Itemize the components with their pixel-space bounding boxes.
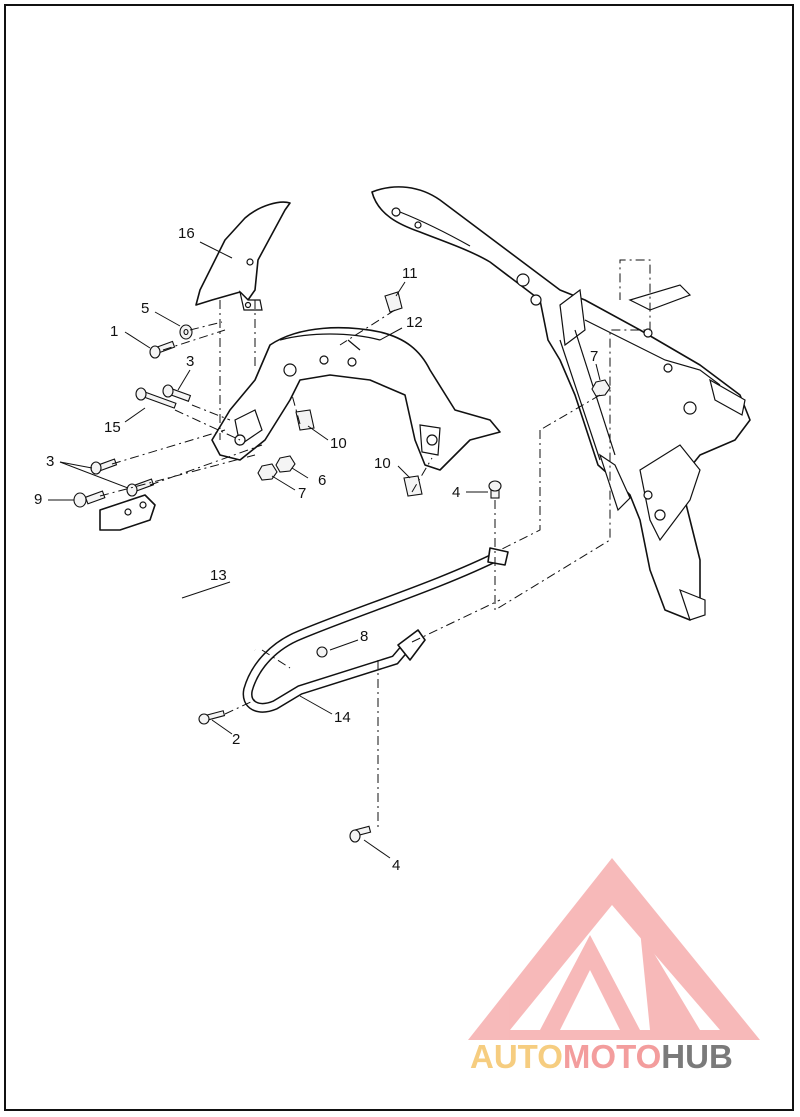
watermark-auto: AUTO [470,1038,563,1075]
part-3-bolt-upper [162,384,192,402]
callout-4-upper: 4 [452,484,460,501]
leader-lines [48,241,601,859]
callout-10-upper: 10 [330,435,347,452]
callout-3-upper: 3 [186,353,194,370]
callout-4-lower: 4 [392,857,400,874]
part-14-rail [242,547,509,713]
part-9-flange-bolt [73,490,106,508]
watermark-text: AUTOMOTOHUB [470,1038,733,1075]
part-15-long-bolt [135,387,177,409]
part-6-nut [275,455,296,473]
part-10-clip-nut-lower [403,475,423,497]
part-13-tube-rail [75,494,257,653]
callout-15: 15 [104,419,121,436]
callout-16: 16 [178,225,195,242]
part-2-screw [198,710,226,725]
callout-12: 12 [406,314,423,331]
part-8-plug [316,646,328,658]
callout-2: 2 [232,731,240,748]
callout-3-lower: 3 [46,453,54,470]
diagram-frame [4,4,794,1111]
callout-13: 13 [210,567,227,584]
part-11-clip-nut [384,291,403,313]
part-3-bolt-lower-b [126,478,155,497]
callout-10-lower: 10 [374,455,391,472]
part-4-screw-upper [488,480,502,499]
part-16-cover [195,201,291,311]
part-3-bolt-lower-a [90,458,118,475]
part-1-screw [149,340,176,359]
part-7-nut-right [591,379,611,397]
watermark-hub: HUB [661,1038,733,1075]
motorcycle-frame [371,186,751,621]
callout-9: 9 [34,491,42,508]
automotohub-logo [468,858,760,1040]
callout-5: 5 [141,300,149,317]
callout-7-right: 7 [590,348,598,365]
part-10-clip-nut-upper [295,409,315,431]
callout-11: 11 [402,265,418,282]
callout-1: 1 [110,323,118,340]
callout-6: 6 [318,472,326,489]
callout-8: 8 [360,628,368,645]
part-12-fender-support [211,326,501,471]
callout-labels: 1 2 3 3 4 4 5 6 7 7 8 9 10 10 11 12 13 1… [34,225,598,874]
assembly-lines [99,259,651,830]
watermark-moto: MOTO [563,1038,661,1075]
callout-14: 14 [334,709,351,726]
hardware [73,291,611,843]
callout-7-left: 7 [298,485,306,502]
part-4-screw-lower [349,825,372,843]
